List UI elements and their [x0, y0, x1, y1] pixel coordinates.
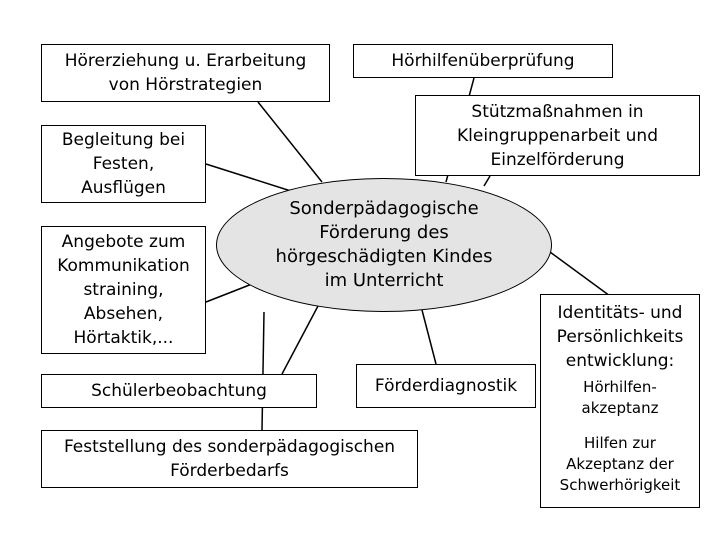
center-ellipse: Sonderpädagogische Förderung des hörgesc…	[216, 178, 552, 312]
box-schuelerbeobachtung: Schülerbeobachtung	[41, 374, 317, 408]
box-begleitung: Begleitung bei Festen, Ausflügen	[41, 125, 206, 203]
box-angebote: Angebote zum Kommunikation straining, Ab…	[41, 226, 206, 354]
box-stuetzmassnahmen: Stützmaßnahmen in Kleingruppenarbeit und…	[415, 95, 700, 176]
connector-feststellung	[261, 311, 265, 431]
identitaet-title: Identitäts- und Persönlichkeits entwickl…	[556, 303, 684, 371]
connector-stuetzmassnahmen	[483, 175, 491, 187]
connector-schuelerbeobachtung	[281, 305, 319, 375]
box-feststellung: Feststellung des sonderpädagogischen För…	[41, 430, 418, 488]
connector-hoererziehung	[257, 101, 323, 183]
connector-angebote	[205, 283, 253, 303]
identitaet-item-hoerhilfenakzeptanz: Hörhilfen- akzeptanz	[581, 378, 659, 417]
connector-identitaet	[549, 251, 611, 297]
box-foerderdiagnostik: Förderdiagnostik	[356, 364, 536, 408]
box-hoererziehung: Hörerziehung u. Erarbeitung von Hörstrat…	[41, 44, 330, 102]
connector-begleitung	[205, 163, 295, 193]
box-hoerhilfenueberpruefung: Hörhilfenüberprüfung	[353, 44, 613, 78]
identitaet-item-akzeptanz-schwerhoerigkeit: Hilfen zur Akzeptanz der Schwerhörigkeit	[559, 434, 681, 494]
box-identitaet: Identitäts- und Persönlichkeits entwickl…	[540, 294, 700, 508]
connector-foerderdiagnostik	[421, 309, 437, 365]
